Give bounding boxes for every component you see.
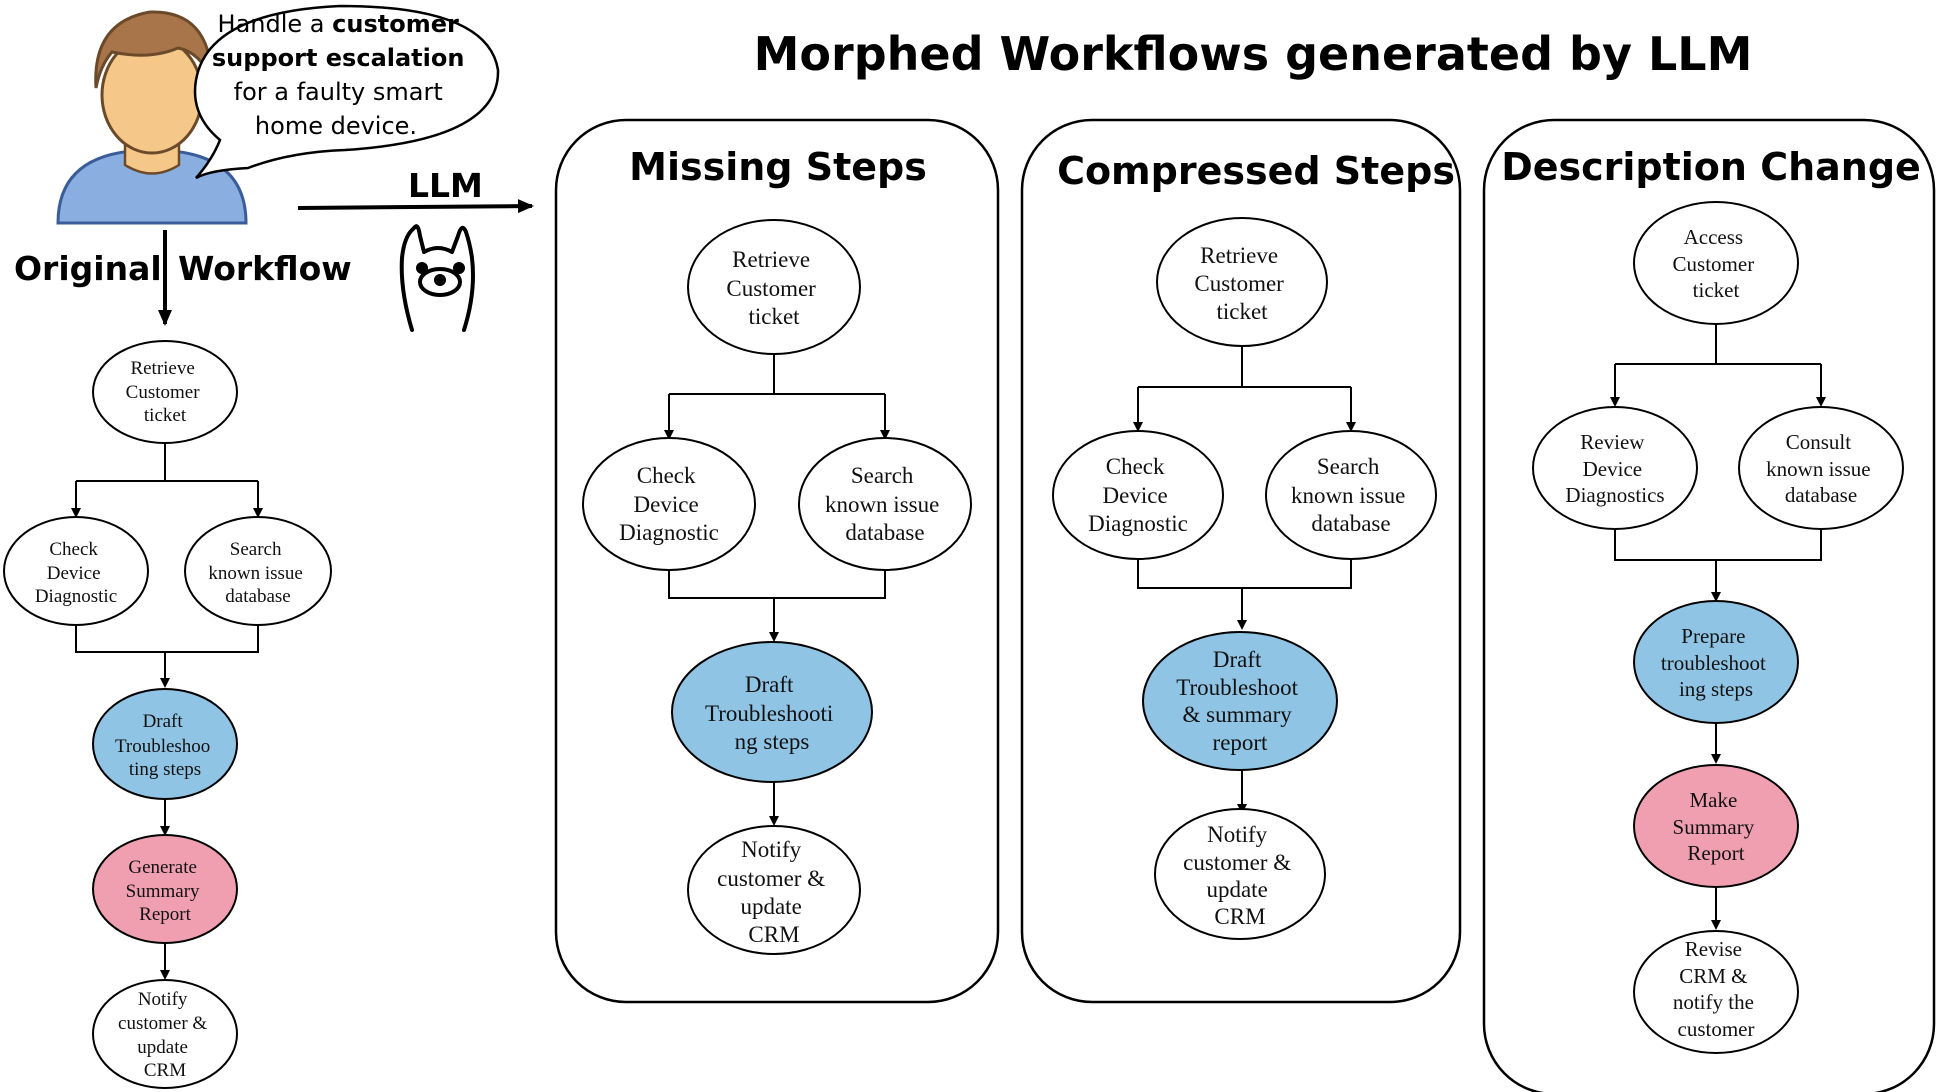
desc-report-node: Make Summary Report [1633, 764, 1799, 888]
svg-text:Prepare troubleshoot: Prepare troubleshoot ing steps [1661, 624, 1771, 701]
desc-review-node: Review Device Diagnostics [1532, 406, 1698, 530]
desc-revise-node: Revise CRM & notify the customer [1633, 930, 1799, 1054]
description-change-title: Description Change [1501, 145, 1921, 189]
original-workflow: Retrieve Customer ticket Check Device Di… [3, 340, 332, 1089]
missing-steps-title: Missing Steps [629, 145, 927, 189]
svg-text:Revise CRM & n: Revise CRM & notify the customer [1673, 937, 1759, 1041]
svg-text:Search known issue: Search known issue database [825, 463, 945, 545]
svg-text:Access Customer: Access Customer ticket [1673, 225, 1760, 302]
speech-line-1: Handle a customer [218, 10, 459, 38]
speech-line-3: for a faulty smart [234, 78, 443, 106]
orig-search-node: Search known issue database [184, 516, 332, 626]
compressed-draft-node: Draft Troubleshoot & summary report [1142, 631, 1338, 771]
svg-text:Check Device D: Check Device Diagnostic [1088, 454, 1188, 536]
svg-text:Consult known issue: Consult known issue database [1766, 430, 1876, 507]
missing-draft-node: Draft Troubleshooti ng steps [671, 641, 873, 783]
speech-bubble: Handle a customer support escalation for… [193, 4, 500, 180]
missing-steps-panel: Missing Steps Retrieve Customer ticket C… [554, 118, 1000, 1004]
svg-text:Retrieve Customer: Retrieve Customer ticket [126, 358, 205, 426]
llm-arrow [297, 199, 534, 214]
user-avatar-icon [56, 10, 248, 225]
svg-text:Retrieve Customer: Retrieve Customer ticket [726, 247, 821, 329]
original-label-left: Original [14, 249, 162, 288]
compressed-search-node: Search known issue database [1265, 430, 1437, 560]
speech-line-4: home device. [255, 112, 417, 140]
svg-text:Retrieve Customer: Retrieve Customer ticket [1194, 243, 1289, 324]
main-title: Morphed Workflows generated by LLM [754, 27, 1753, 81]
svg-text:Handle a customer suppor: Handle a customer support escalation for… [212, 10, 472, 140]
original-label-right: Workflow [178, 249, 352, 288]
desc-prepare-node: Prepare troubleshoot ing steps [1633, 600, 1799, 724]
desc-consult-node: Consult known issue database [1738, 406, 1904, 530]
svg-text:Generate Summary: Generate Summary Report [126, 857, 205, 925]
missing-notify-node: Notify customer & update CRM [687, 825, 861, 955]
desc-access-node: Access Customer ticket [1633, 201, 1799, 325]
orig-retrieve-node: Retrieve Customer ticket [92, 340, 238, 444]
orig-check-node: Check Device Diagnostic [3, 516, 149, 626]
svg-text:Check Device D: Check Device Diagnostic [35, 539, 117, 607]
svg-text:Check Device D: Check Device Diagnostic [619, 463, 719, 545]
svg-text:Notify customer &: Notify customer & update CRM [1183, 822, 1297, 929]
description-change-panel: Description Change Access Customer ticke… [1482, 118, 1936, 1092]
missing-retrieve-node: Retrieve Customer ticket [687, 219, 861, 355]
missing-check-node: Check Device Diagnostic [582, 437, 756, 571]
llm-label: LLM [408, 166, 483, 205]
svg-text:Notify customer &: Notify customer & update CRM [717, 837, 831, 947]
orig-draft-node: Draft Troubleshoo ting steps [92, 688, 238, 800]
speech-line-2: support escalation [212, 44, 465, 72]
missing-search-node: Search known issue database [798, 437, 972, 571]
svg-text:Draft Troubleshoo: Draft Troubleshoo ting steps [115, 711, 215, 780]
compressed-notify-node: Notify customer & update CRM [1154, 808, 1326, 940]
svg-text:Search known issue: Search known issue database [1291, 454, 1411, 536]
orig-report-node: Generate Summary Report [92, 834, 238, 944]
compressed-check-node: Check Device Diagnostic [1052, 430, 1224, 560]
compressed-retrieve-node: Retrieve Customer ticket [1156, 217, 1328, 347]
llama-icon [399, 224, 475, 332]
svg-text:Make Summary R: Make Summary Report [1673, 788, 1760, 865]
svg-text:Draft Troubleshoot: Draft Troubleshoot & summary report [1176, 647, 1304, 755]
svg-text:Notify customer &: Notify customer & update CRM [118, 989, 212, 1081]
orig-notify-node: Notify customer & update CRM [92, 979, 238, 1089]
compressed-steps-panel: Compressed Steps Retrieve Customer ticke… [1020, 118, 1462, 1004]
svg-text:Search known issue: Search known issue database [208, 539, 307, 607]
compressed-steps-title: Compressed Steps [1057, 149, 1455, 193]
svg-text:Draft Troubleshooti: Draft Troubleshooti ng steps [705, 672, 839, 754]
svg-text:Review Device: Review Device Diagnostics [1565, 430, 1664, 507]
